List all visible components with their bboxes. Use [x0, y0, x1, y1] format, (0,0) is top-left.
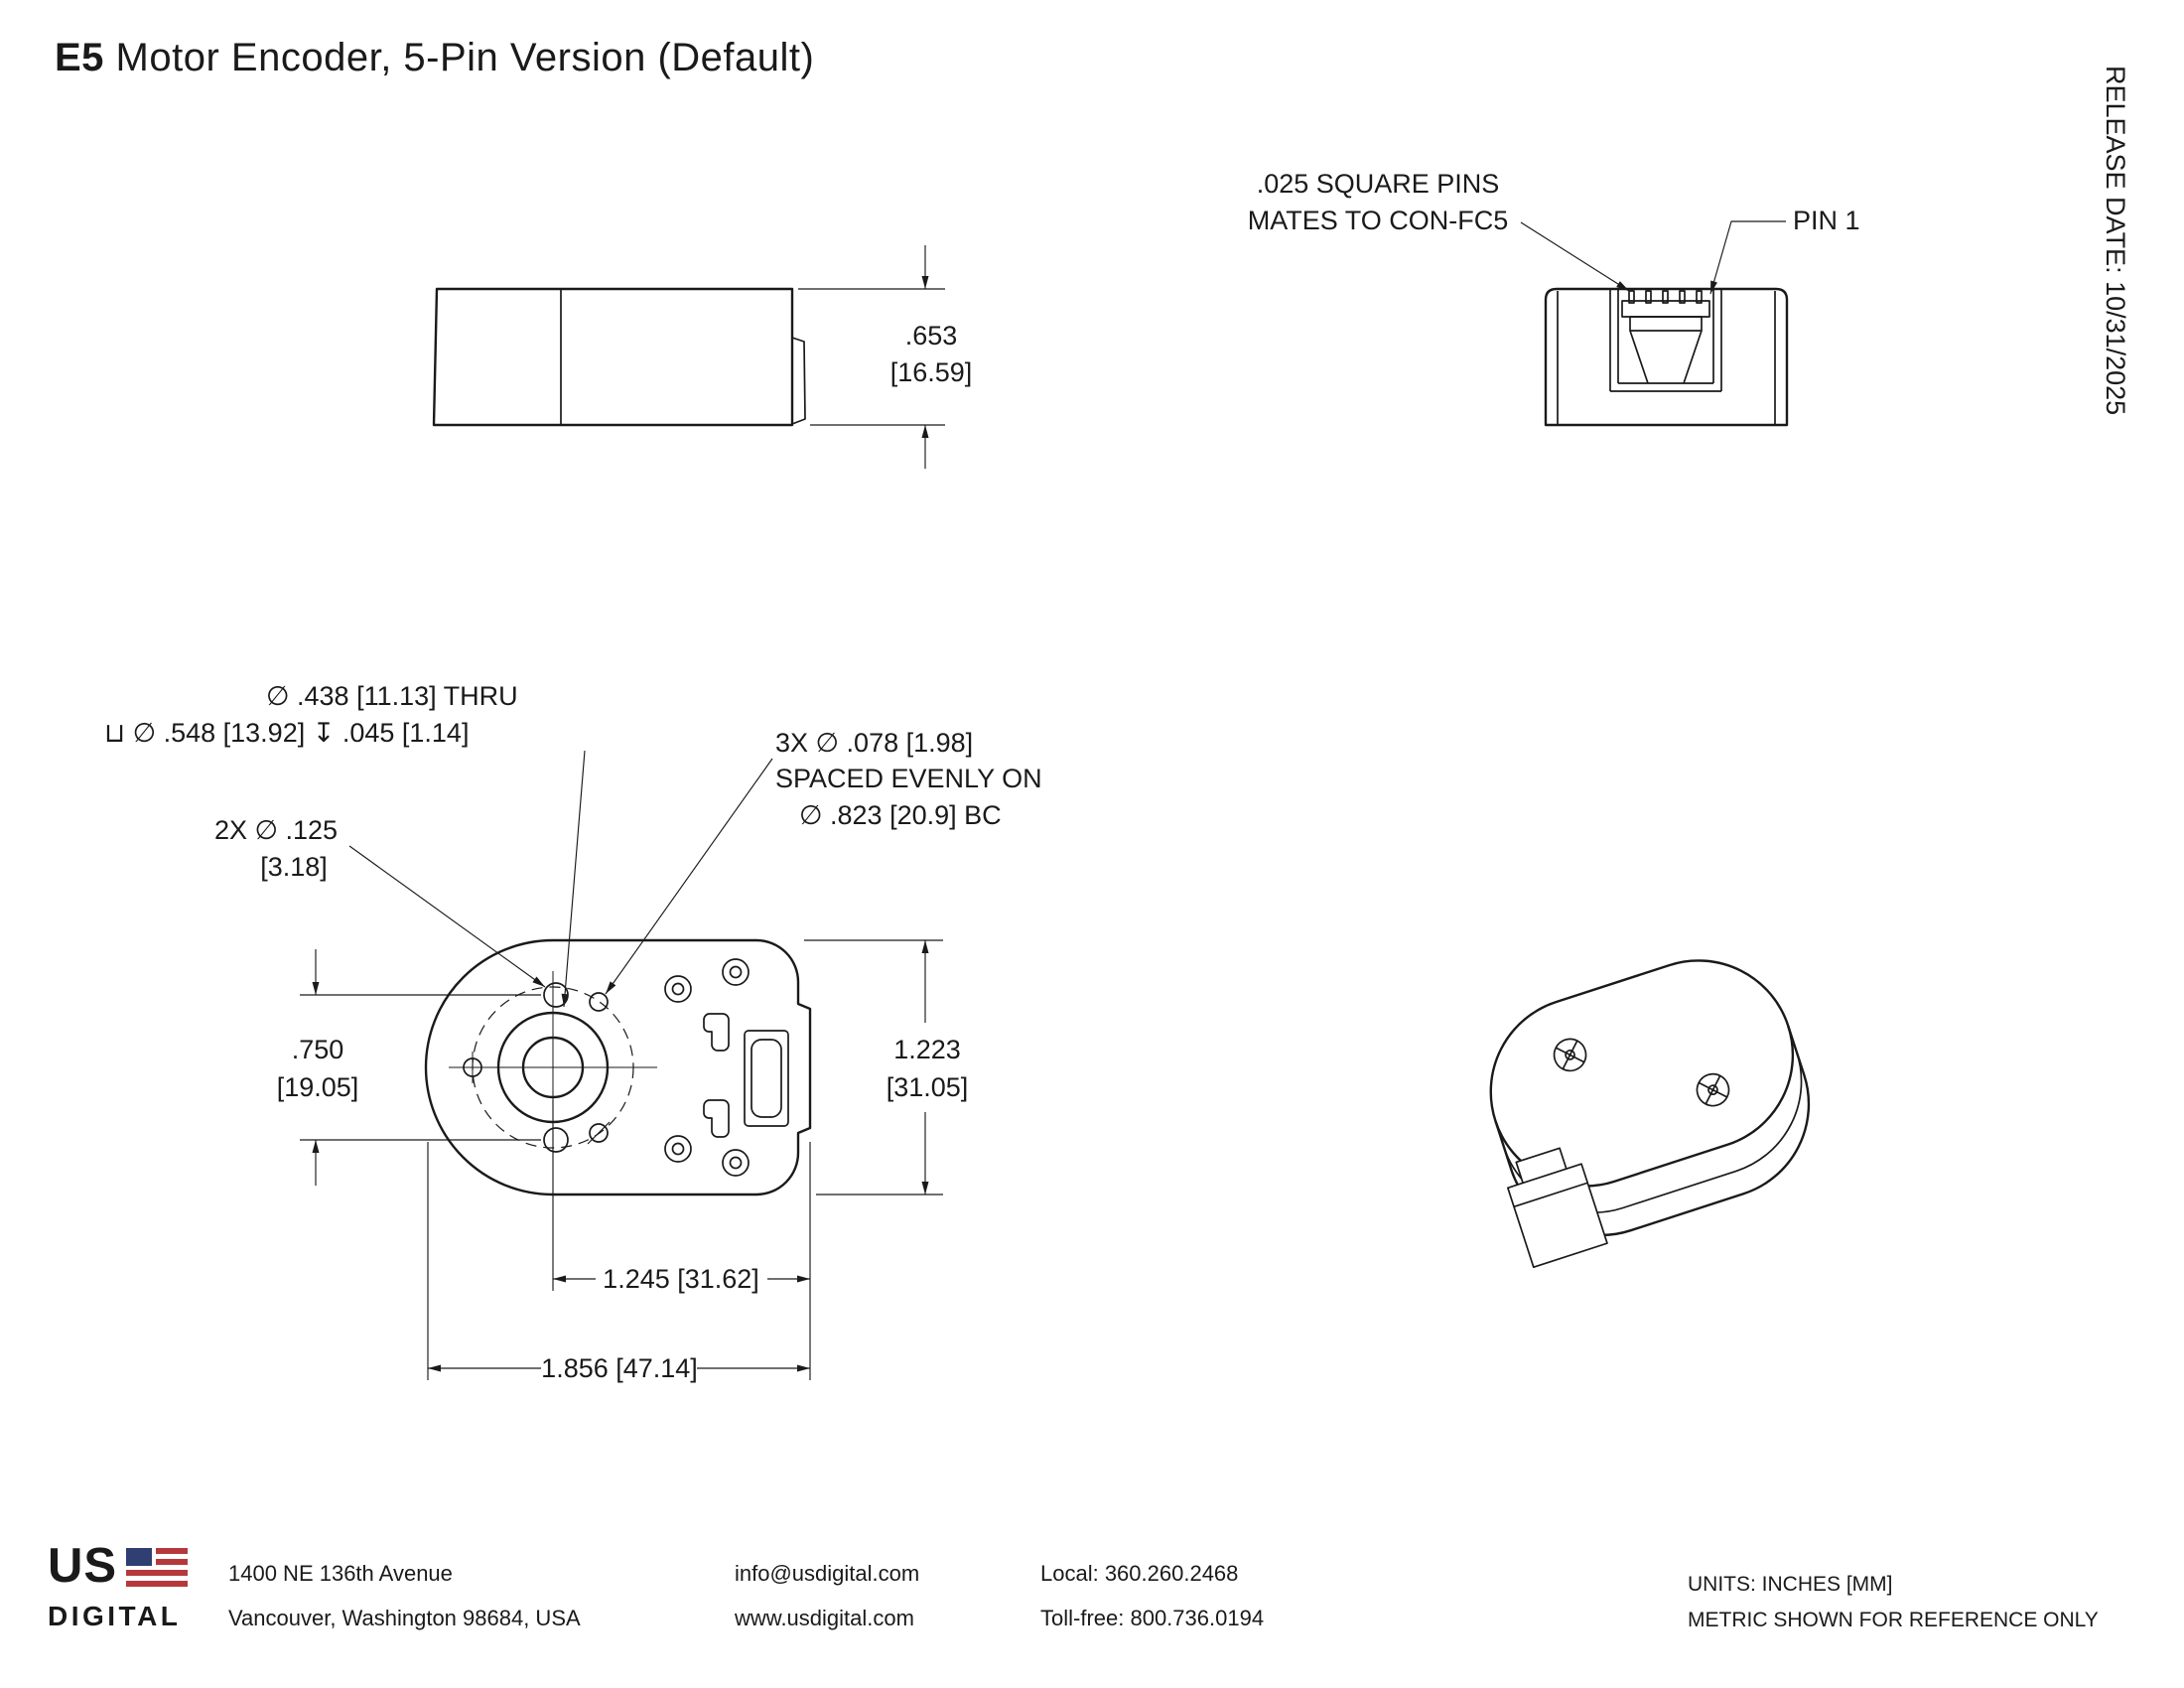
phillips-screw-icon: [1553, 1038, 1587, 1072]
usdigital-logo: US DIGITAL: [48, 1539, 231, 1632]
dim-1223-mm-label: [31.05]: [887, 1072, 969, 1102]
footer-email: info@usdigital.com: [735, 1561, 920, 1586]
face-annotations: ∅ .438 [11.13] THRU ⊔ ∅ .548 [13.92] ↧ .…: [104, 681, 1042, 1008]
logo-us-text: US: [48, 1539, 118, 1593]
connector-cutout: [744, 1030, 789, 1127]
dimension-1223: 1.223 [31.05]: [804, 939, 969, 1196]
footer: US DIGITAL 1400 NE 136th Avenue Vancouve…: [0, 1537, 2184, 1666]
footer-units-note: UNITS: INCHES [MM]: [1688, 1573, 1893, 1596]
logo-digital-text: DIGITAL: [48, 1601, 182, 1631]
pin-annotations: .025 SQUARE PINS MATES TO CON-FC5 PIN 1: [1248, 169, 1860, 295]
holes-3x-note-line3: ∅ .823 [20.9] BC: [799, 800, 1002, 830]
square-pins-note-line1: .025 SQUARE PINS: [1257, 169, 1500, 199]
page-title: E5 Motor Encoder, 5-Pin Version (Default…: [55, 36, 814, 80]
screw-bosses: [664, 958, 750, 1177]
footer-address-line1: 1400 NE 136th Avenue: [228, 1561, 453, 1586]
footer-phone-local: Local: 360.260.2468: [1040, 1561, 1239, 1586]
connector-pins: [1628, 290, 1703, 304]
latch-slots: [703, 1013, 730, 1138]
dimension-653: .653 [16.59]: [798, 245, 972, 469]
pin1-label: PIN 1: [1793, 206, 1860, 235]
footer-website: www.usdigital.com: [735, 1606, 914, 1630]
counterbore-note: ⊔ ∅ .548 [13.92] ↧ .045 [1.14]: [104, 718, 469, 748]
us-flag-icon: [126, 1547, 189, 1594]
side-view-drawing: [432, 287, 806, 427]
holes-3x-note-line1: 3X ∅ .078 [1.98]: [775, 728, 973, 758]
dim-653-mm-label: [16.59]: [890, 357, 973, 387]
dim-1245-label: 1.245 [31.62]: [603, 1264, 759, 1294]
footer-address-line2: Vancouver, Washington 98684, USA: [228, 1606, 581, 1630]
dimension-750: .750 [19.05]: [277, 949, 541, 1186]
phillips-screw-icon: [1696, 1072, 1730, 1107]
dim-653-in-label: .653: [905, 321, 958, 351]
face-view-drawing: [424, 938, 812, 1196]
dim-1856-label: 1.856 [47.14]: [541, 1353, 698, 1383]
release-date: RELEASE DATE: 10/31/2025: [2101, 66, 2130, 415]
title-rest: Motor Encoder, 5-Pin Version (Default): [103, 36, 815, 79]
bolt-circle-holes-3x: [457, 992, 611, 1145]
footer-metric-note: METRIC SHOWN FOR REFERENCE ONLY: [1688, 1609, 2099, 1631]
footer-phone-tollfree: Toll-free: 800.736.0194: [1040, 1606, 1265, 1630]
title-model: E5: [55, 36, 104, 79]
pin-view-drawing: [1544, 287, 1789, 427]
holes-2x-note-line1: 2X ∅ .125: [214, 815, 338, 845]
square-pins-note-line2: MATES TO CON-FC5: [1248, 206, 1509, 235]
dimension-1856: 1.856 [47.14]: [427, 1142, 810, 1383]
holes-2x-note-line2: [3.18]: [260, 852, 328, 882]
holes-3x-note-line2: SPACED EVENLY ON: [775, 764, 1042, 793]
iso-connector: [1507, 1147, 1608, 1269]
dim-750-mm-label: [19.05]: [277, 1072, 359, 1102]
isometric-view-drawing: [1489, 959, 1811, 1269]
thru-hole-note: ∅ .438 [11.13] THRU: [266, 681, 518, 711]
dim-1223-in-label: 1.223: [893, 1035, 961, 1064]
dim-750-in-label: .750: [292, 1035, 344, 1064]
dimension-1245: 1.245 [31.62]: [552, 1100, 811, 1380]
